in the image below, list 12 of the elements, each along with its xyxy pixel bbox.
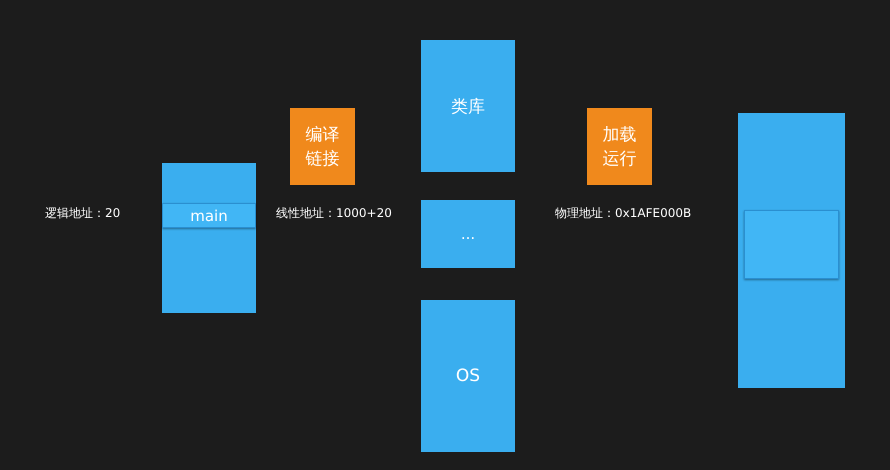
memory-segment bbox=[744, 210, 839, 279]
memory-block: OS bbox=[421, 300, 515, 452]
process-box: 编译链接 bbox=[290, 108, 355, 185]
memory-segment: main bbox=[162, 203, 256, 228]
memory-block bbox=[738, 113, 845, 388]
process-box: 加载运行 bbox=[587, 108, 652, 185]
address-label: 线性地址：1000+20 bbox=[276, 205, 392, 222]
memory-block: 类库 bbox=[421, 40, 515, 172]
memory-block: ... bbox=[421, 200, 515, 268]
memory-block bbox=[162, 163, 256, 313]
address-label: 逻辑地址：20 bbox=[45, 205, 120, 222]
address-label: 物理地址：0x1AFE000B bbox=[555, 205, 692, 222]
